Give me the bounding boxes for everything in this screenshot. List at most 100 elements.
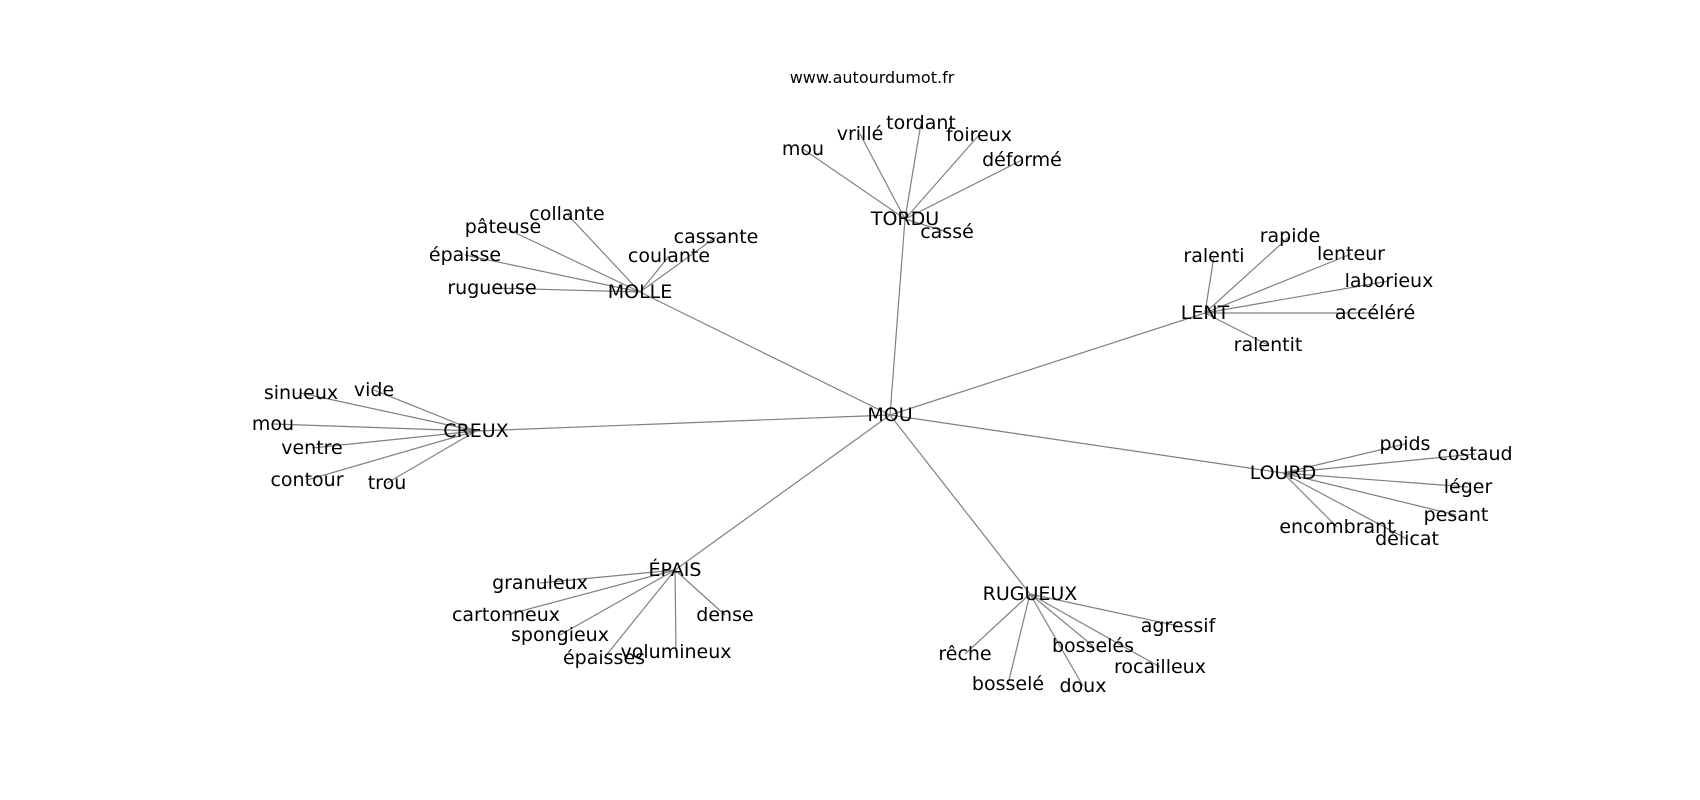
edge-hub-leaf	[674, 569, 726, 616]
edge-hub-leaf	[639, 255, 670, 293]
hub-node-label: LENT	[1181, 302, 1230, 324]
edge-center-hub	[674, 414, 891, 571]
edge-hub-leaf	[502, 226, 641, 293]
leaf-node-label: bosselé	[972, 673, 1044, 695]
leaf-node-label: rêche	[938, 643, 991, 665]
leaf-node-label: ralenti	[1183, 245, 1244, 267]
edge-hub-leaf	[1282, 472, 1457, 516]
edge-hub-leaf	[859, 133, 906, 220]
edge-hub-leaf	[904, 122, 922, 220]
edge-center-hub	[889, 414, 1284, 474]
edge-hub-leaf	[1204, 312, 1269, 346]
leaf-node-label: épaisses	[563, 647, 645, 669]
edge-hub-leaf	[559, 569, 676, 636]
leaf-node-label: rapide	[1260, 225, 1321, 247]
edges-layer	[272, 122, 1476, 687]
leaf-node-label: foireux	[946, 124, 1012, 146]
leaf-node-label: collante	[529, 203, 604, 225]
leaf-node-label: mou	[252, 413, 294, 435]
edge-hub-leaf	[566, 213, 641, 293]
edge-hub-leaf	[1204, 235, 1291, 314]
leaf-node-label: délicat	[1375, 528, 1439, 550]
leaf-node-label: cassante	[674, 226, 759, 248]
edge-hub-leaf	[802, 148, 906, 220]
edge-center-hub	[889, 218, 906, 416]
edge-hub-leaf	[1282, 472, 1469, 488]
edge-hub-leaf	[1282, 443, 1406, 474]
edge-center-hub	[475, 414, 891, 432]
leaf-node-label: léger	[1444, 476, 1493, 498]
edge-hub-leaf	[491, 287, 641, 293]
leaf-node-label: cartonneux	[452, 604, 560, 626]
edge-hub-leaf	[505, 569, 676, 616]
leaf-node-label: sinueux	[264, 382, 338, 404]
edge-hub-leaf	[904, 159, 1023, 220]
edge-center-hub	[639, 291, 891, 416]
edge-hub-leaf	[306, 430, 477, 481]
leaf-node-label: encombrant	[1279, 516, 1394, 538]
edge-hub-leaf	[1282, 453, 1476, 474]
hub-node-label: ÉPAIS	[649, 558, 702, 581]
hub-node-label: RUGUEUX	[983, 583, 1078, 605]
edge-hub-leaf	[1204, 280, 1390, 314]
edge-hub-leaf	[386, 430, 477, 484]
leaf-node-label: tordant	[886, 112, 956, 134]
leaf-node-label: épaisse	[429, 244, 501, 266]
edge-hub-leaf	[300, 392, 477, 432]
hub-node-label: CREUX	[443, 420, 508, 442]
leaf-node-label: agressif	[1141, 615, 1217, 637]
watermark-text: www.autourdumot.fr	[790, 68, 955, 87]
edge-hub-leaf	[1029, 593, 1161, 668]
center-node-label: MOU	[867, 404, 912, 426]
leaf-node-label: contour	[270, 469, 343, 491]
edge-hub-leaf	[1204, 253, 1352, 314]
edge-hub-leaf	[964, 593, 1031, 655]
edge-hub-leaf	[1282, 472, 1408, 540]
leaf-node-label: déformé	[982, 149, 1062, 171]
leaf-node-label: bosselés	[1052, 635, 1134, 657]
leaf-node-label: poids	[1380, 433, 1431, 455]
leaf-node-label: cassé	[920, 221, 974, 243]
edge-hub-leaf	[311, 430, 477, 449]
leaf-node-label: volumineux	[621, 641, 732, 663]
edge-hub-leaf	[1204, 255, 1215, 314]
hub-node-label: LOURD	[1250, 462, 1317, 484]
edge-hub-leaf	[373, 389, 477, 432]
leaf-node-label: doux	[1060, 675, 1107, 697]
leaf-node-label: ralentit	[1234, 334, 1303, 356]
leaf-node-label: pâteuse	[465, 216, 541, 238]
edge-hub-leaf	[603, 569, 676, 659]
leaf-node-label: rocailleux	[1114, 656, 1206, 678]
edge-center-hub	[889, 312, 1206, 416]
leaf-node-label: spongieux	[511, 624, 609, 646]
leaf-node-label: coulante	[628, 245, 710, 267]
leaf-node-label: vrillé	[837, 123, 884, 145]
edge-hub-leaf	[1029, 593, 1084, 687]
leaf-node-label: accéléré	[1335, 302, 1415, 324]
leaf-node-label: costaud	[1437, 443, 1512, 465]
edge-hub-leaf	[639, 236, 717, 293]
leaf-node-label: vide	[354, 379, 394, 401]
leaf-node-label: rugueuse	[447, 277, 536, 299]
leaf-node-label: pesant	[1424, 504, 1489, 526]
edge-center-hub	[889, 414, 1031, 595]
leaf-node-label: lenteur	[1317, 243, 1385, 265]
leaf-node-label: dense	[696, 604, 753, 626]
edge-hub-leaf	[1007, 593, 1031, 685]
edge-hub-leaf	[904, 218, 948, 233]
edge-hub-leaf	[539, 569, 676, 584]
leaf-node-label: ventre	[281, 437, 343, 459]
edge-hub-leaf	[464, 254, 641, 293]
leaf-node-label: trou	[368, 472, 407, 494]
edge-hub-leaf	[272, 423, 477, 432]
hub-node-label: TORDU	[870, 208, 939, 230]
edge-hub-leaf	[904, 134, 980, 220]
hub-node-label: MOLLE	[608, 281, 673, 303]
leaf-node-label: mou	[782, 138, 824, 160]
edge-hub-leaf	[1029, 593, 1179, 627]
edge-hub-leaf	[1029, 593, 1094, 647]
leaf-node-label: granuleux	[492, 572, 588, 594]
